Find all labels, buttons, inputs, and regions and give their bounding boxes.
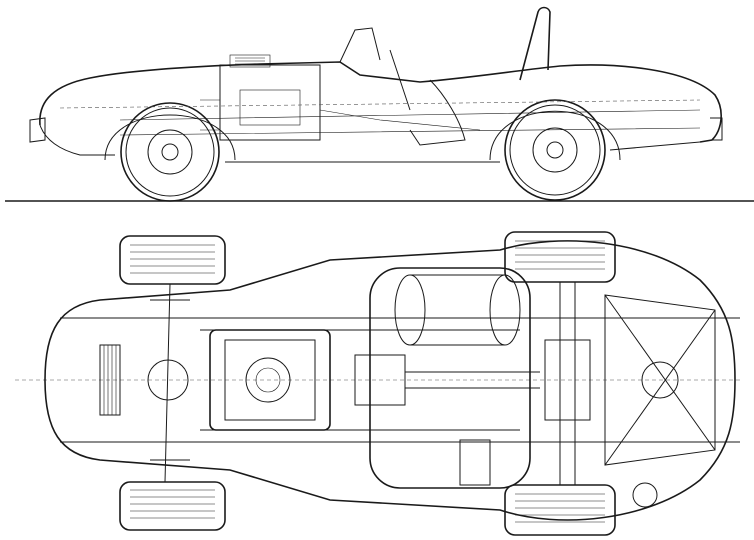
plan-view: [15, 231, 740, 536]
front-wheel-side: [120, 102, 220, 202]
front-right-tire: [119, 481, 226, 531]
front-wheel-arch: [104, 114, 236, 161]
body-outline-side: [39, 61, 722, 143]
roll-bar: [519, 6, 551, 81]
rear-wheel-side: [504, 99, 606, 201]
engine-side: [200, 54, 481, 141]
windscreen: [339, 27, 381, 63]
differential: [544, 339, 591, 421]
rear-right-tire: [504, 484, 616, 536]
gearbox: [354, 354, 406, 406]
fuel-tank: [369, 267, 531, 489]
fuel-filler: [632, 482, 658, 508]
spare-wheel-hub: [641, 361, 679, 399]
side-elevation-view: [5, 6, 754, 202]
battery: [459, 439, 491, 486]
rear-axle: [559, 282, 576, 485]
front-crossmember-hub: [147, 359, 189, 401]
driveshaft: [405, 371, 540, 389]
rear-left-tire: [504, 231, 616, 283]
front-bumper: [29, 117, 46, 143]
front-left-tire: [119, 235, 226, 285]
rear-wheel-arch: [489, 110, 621, 161]
rear-bumper: [710, 117, 723, 141]
seat: [409, 79, 466, 146]
radiator: [99, 344, 121, 416]
steering-column: [389, 49, 411, 111]
body-outline-plan: [44, 240, 736, 521]
